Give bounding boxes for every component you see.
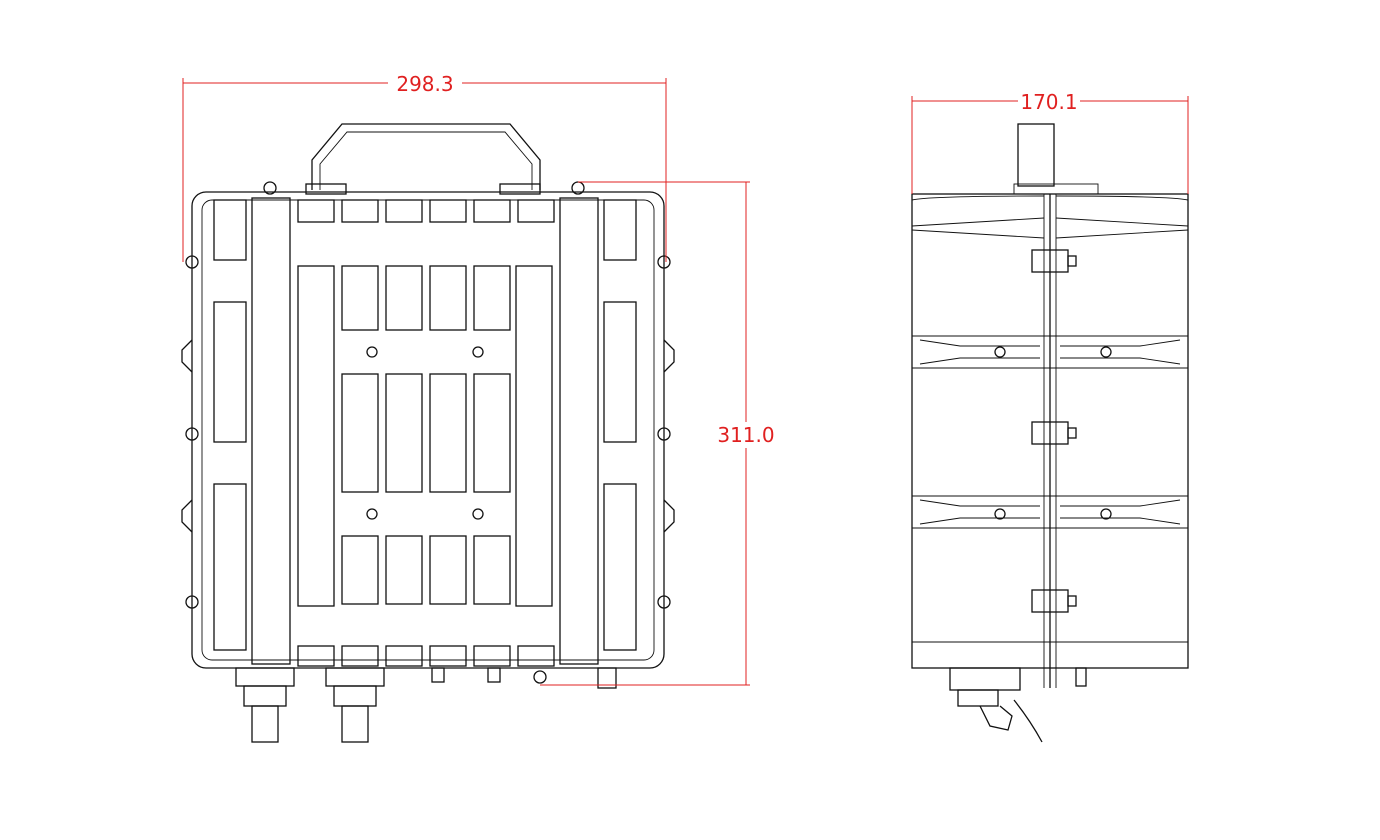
width-dimension (182, 72, 667, 262)
width-dimension-label: 298.3 (396, 72, 453, 96)
top-slots (297, 183, 555, 223)
side-panels (213, 199, 637, 651)
housing-inner (201, 199, 655, 661)
bottom-connectors (235, 667, 617, 743)
side-ribs (911, 195, 1189, 643)
bottom-slots (297, 645, 555, 667)
side-connector (949, 667, 1043, 743)
height-dimension-label: 311.0 (717, 423, 774, 447)
side-clamps (994, 249, 1112, 687)
handle (311, 123, 541, 190)
height-dimension (540, 181, 776, 686)
depth-dimension-label: 170.1 (1020, 90, 1077, 114)
handle-side (1017, 123, 1055, 187)
right-rail (559, 197, 599, 665)
depth-dimension (911, 90, 1189, 194)
housing-outline (191, 191, 665, 669)
side-view (911, 123, 1189, 743)
left-rail (251, 197, 291, 665)
front-view (181, 123, 675, 743)
center-panels (297, 265, 553, 607)
handle-inner (319, 131, 533, 190)
mounting-lugs (181, 181, 675, 684)
